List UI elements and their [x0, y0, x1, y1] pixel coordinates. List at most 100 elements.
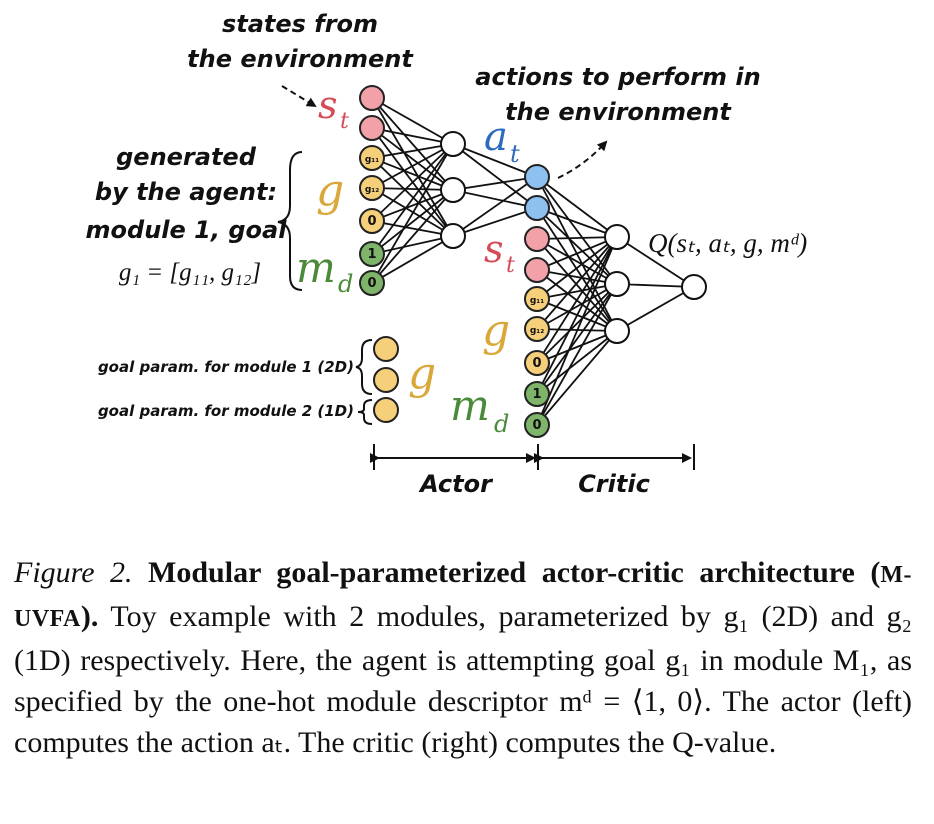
actor-input-hidden-edge — [371, 97, 454, 145]
critic-hidden-node — [604, 271, 630, 297]
symbol-m-d-actor: m — [296, 243, 336, 292]
node-label-one-actor: 1 — [367, 247, 376, 262]
critic-hidden-output-edge — [616, 286, 695, 332]
symbol-a-t-sub: t — [510, 140, 520, 168]
actor-hidden-output-edge — [452, 143, 538, 178]
actor-input-hidden-edge — [371, 235, 454, 255]
goal-param-module-1: goal param. for module 1 (2D) — [98, 358, 354, 376]
critic-input-hidden-edge — [536, 236, 618, 364]
actor-input-node — [359, 241, 385, 267]
actor-label: Actor — [418, 470, 494, 498]
symbol-s-t-critic-sub: t — [506, 253, 515, 278]
caption-body: Toy example with 2 modules, parameterize… — [14, 600, 912, 759]
caption-title: Modular goal-parameterized actor-critic … — [148, 556, 855, 589]
actor-input-hidden-edge — [371, 220, 454, 237]
symbol-s-t-actor: s — [318, 83, 338, 127]
node-label-one-critic: 1 — [532, 387, 541, 402]
actor-input-hidden-edge — [371, 143, 454, 255]
q-value-label: Q(sₜ, aₜ, g, mᵈ) — [648, 228, 807, 258]
node-label-g12-critic: g₁₂ — [530, 326, 544, 336]
actor-input-hidden-edge — [371, 127, 454, 191]
symbol-g-critic: g — [482, 305, 510, 356]
critic-input-hidden-edge — [536, 236, 618, 395]
critic-input-node — [524, 257, 550, 283]
actor-input-hidden-edge — [371, 189, 454, 284]
actor-input-node — [359, 175, 385, 201]
actor-input-hidden-edge — [371, 97, 454, 191]
action-output-node — [524, 164, 550, 190]
actor-input-hidden-edge — [371, 235, 454, 284]
critic-hidden-node — [604, 318, 630, 344]
goal-param-node — [373, 397, 399, 423]
annotation-generated-line3: module 1, goal — [86, 216, 288, 244]
symbol-m-d-critic-sub: d — [494, 410, 509, 438]
critic-input-hidden-edge — [536, 236, 618, 240]
actor-input-hidden-edge — [371, 143, 454, 284]
actor-input-hidden-edge — [371, 189, 454, 255]
critic-input-hidden-edge — [536, 236, 618, 426]
symbol-a-t: a — [484, 114, 508, 160]
critic-input-hidden-edge — [536, 283, 618, 395]
critic-input-hidden-edge — [536, 176, 618, 238]
actor-input-hidden-edge — [371, 189, 454, 222]
actor-hidden-node — [440, 223, 466, 249]
critic-input-hidden-edge — [536, 283, 618, 300]
figure-caption: Figure 2. Modular goal-parameterized act… — [14, 552, 912, 763]
actor-hidden-node — [440, 177, 466, 203]
goal-brace-2 — [357, 399, 373, 425]
actor-input-hidden-edge — [371, 187, 454, 191]
states-arrow — [281, 85, 317, 108]
actor-hidden-output-edge — [452, 176, 538, 191]
annotation-generated-line1: generated — [116, 143, 257, 171]
actor-input-hidden-edge — [371, 157, 454, 191]
actor-input-hidden-edge — [371, 143, 454, 189]
critic-input-node — [524, 412, 550, 438]
critic-hidden-output-edge — [616, 236, 695, 288]
critic-input-hidden-edge — [536, 236, 618, 300]
critic-input-hidden-edge — [536, 207, 618, 285]
goal-brace-1 — [355, 339, 373, 395]
critic-label: Critic — [578, 470, 650, 498]
critic-input-hidden-edge — [536, 283, 618, 330]
symbol-g-goal-block: g — [408, 348, 436, 399]
symbol-s-t-actor-sub: t — [340, 109, 349, 134]
annotation-actions-line2: the environment — [505, 98, 732, 126]
architecture-diagram: g₁₁ g₁₂ 0 1 0 g₁₁ g₁₂ 0 1 0 states from … — [86, 10, 808, 498]
critic-input-node — [524, 226, 550, 252]
caption-abbr-open: ( — [870, 556, 881, 589]
annotation-actions-line1: actions to perform in — [475, 63, 760, 91]
actor-input-hidden-edge — [371, 127, 454, 145]
critic-input-node — [524, 350, 550, 376]
node-label-g12-actor: g₁₂ — [365, 185, 379, 195]
critic-input-hidden-edge — [536, 330, 618, 426]
actor-input-hidden-edge — [371, 143, 454, 222]
annotation-generated-line2: by the agent: — [95, 178, 277, 206]
critic-input-hidden-edge — [536, 283, 618, 364]
critic-input-node — [524, 381, 550, 407]
symbol-m-d-actor-sub: d — [338, 270, 353, 298]
critic-input-hidden-edge — [536, 330, 618, 364]
caption-figure-label: Figure 2. — [14, 556, 133, 589]
caption-abbr-close: ). — [80, 600, 99, 633]
generated-brace — [277, 151, 303, 291]
node-labels: g₁₁ g₁₂ 0 1 0 g₁₁ g₁₂ 0 1 0 — [365, 155, 544, 433]
node-label-g11-actor: g₁₁ — [365, 155, 379, 165]
node-label-zero2-critic: 0 — [532, 418, 541, 433]
symbol-m-d-critic: m — [450, 381, 490, 430]
network-nodes — [359, 85, 707, 438]
critic-input-hidden-edge — [536, 238, 618, 332]
actor-hidden-output-edge — [452, 207, 538, 237]
critic-input-hidden-edge — [536, 236, 618, 271]
actor-input-node — [359, 145, 385, 171]
symbol-s-t-critic: s — [484, 227, 504, 271]
actor-hidden-output-edge — [452, 189, 538, 209]
critic-input-hidden-edge — [536, 207, 618, 332]
actions-arrow — [557, 140, 608, 179]
actor-input-hidden-edge — [371, 143, 454, 159]
critic-input-hidden-edge — [536, 283, 618, 426]
caption-abbr: M-UVFA — [14, 562, 912, 632]
q-value-output-node — [681, 274, 707, 300]
node-label-g11-critic: g₁₁ — [530, 296, 544, 306]
critic-input-hidden-edge — [536, 236, 618, 330]
annotation-states-line1: states from — [222, 10, 378, 38]
